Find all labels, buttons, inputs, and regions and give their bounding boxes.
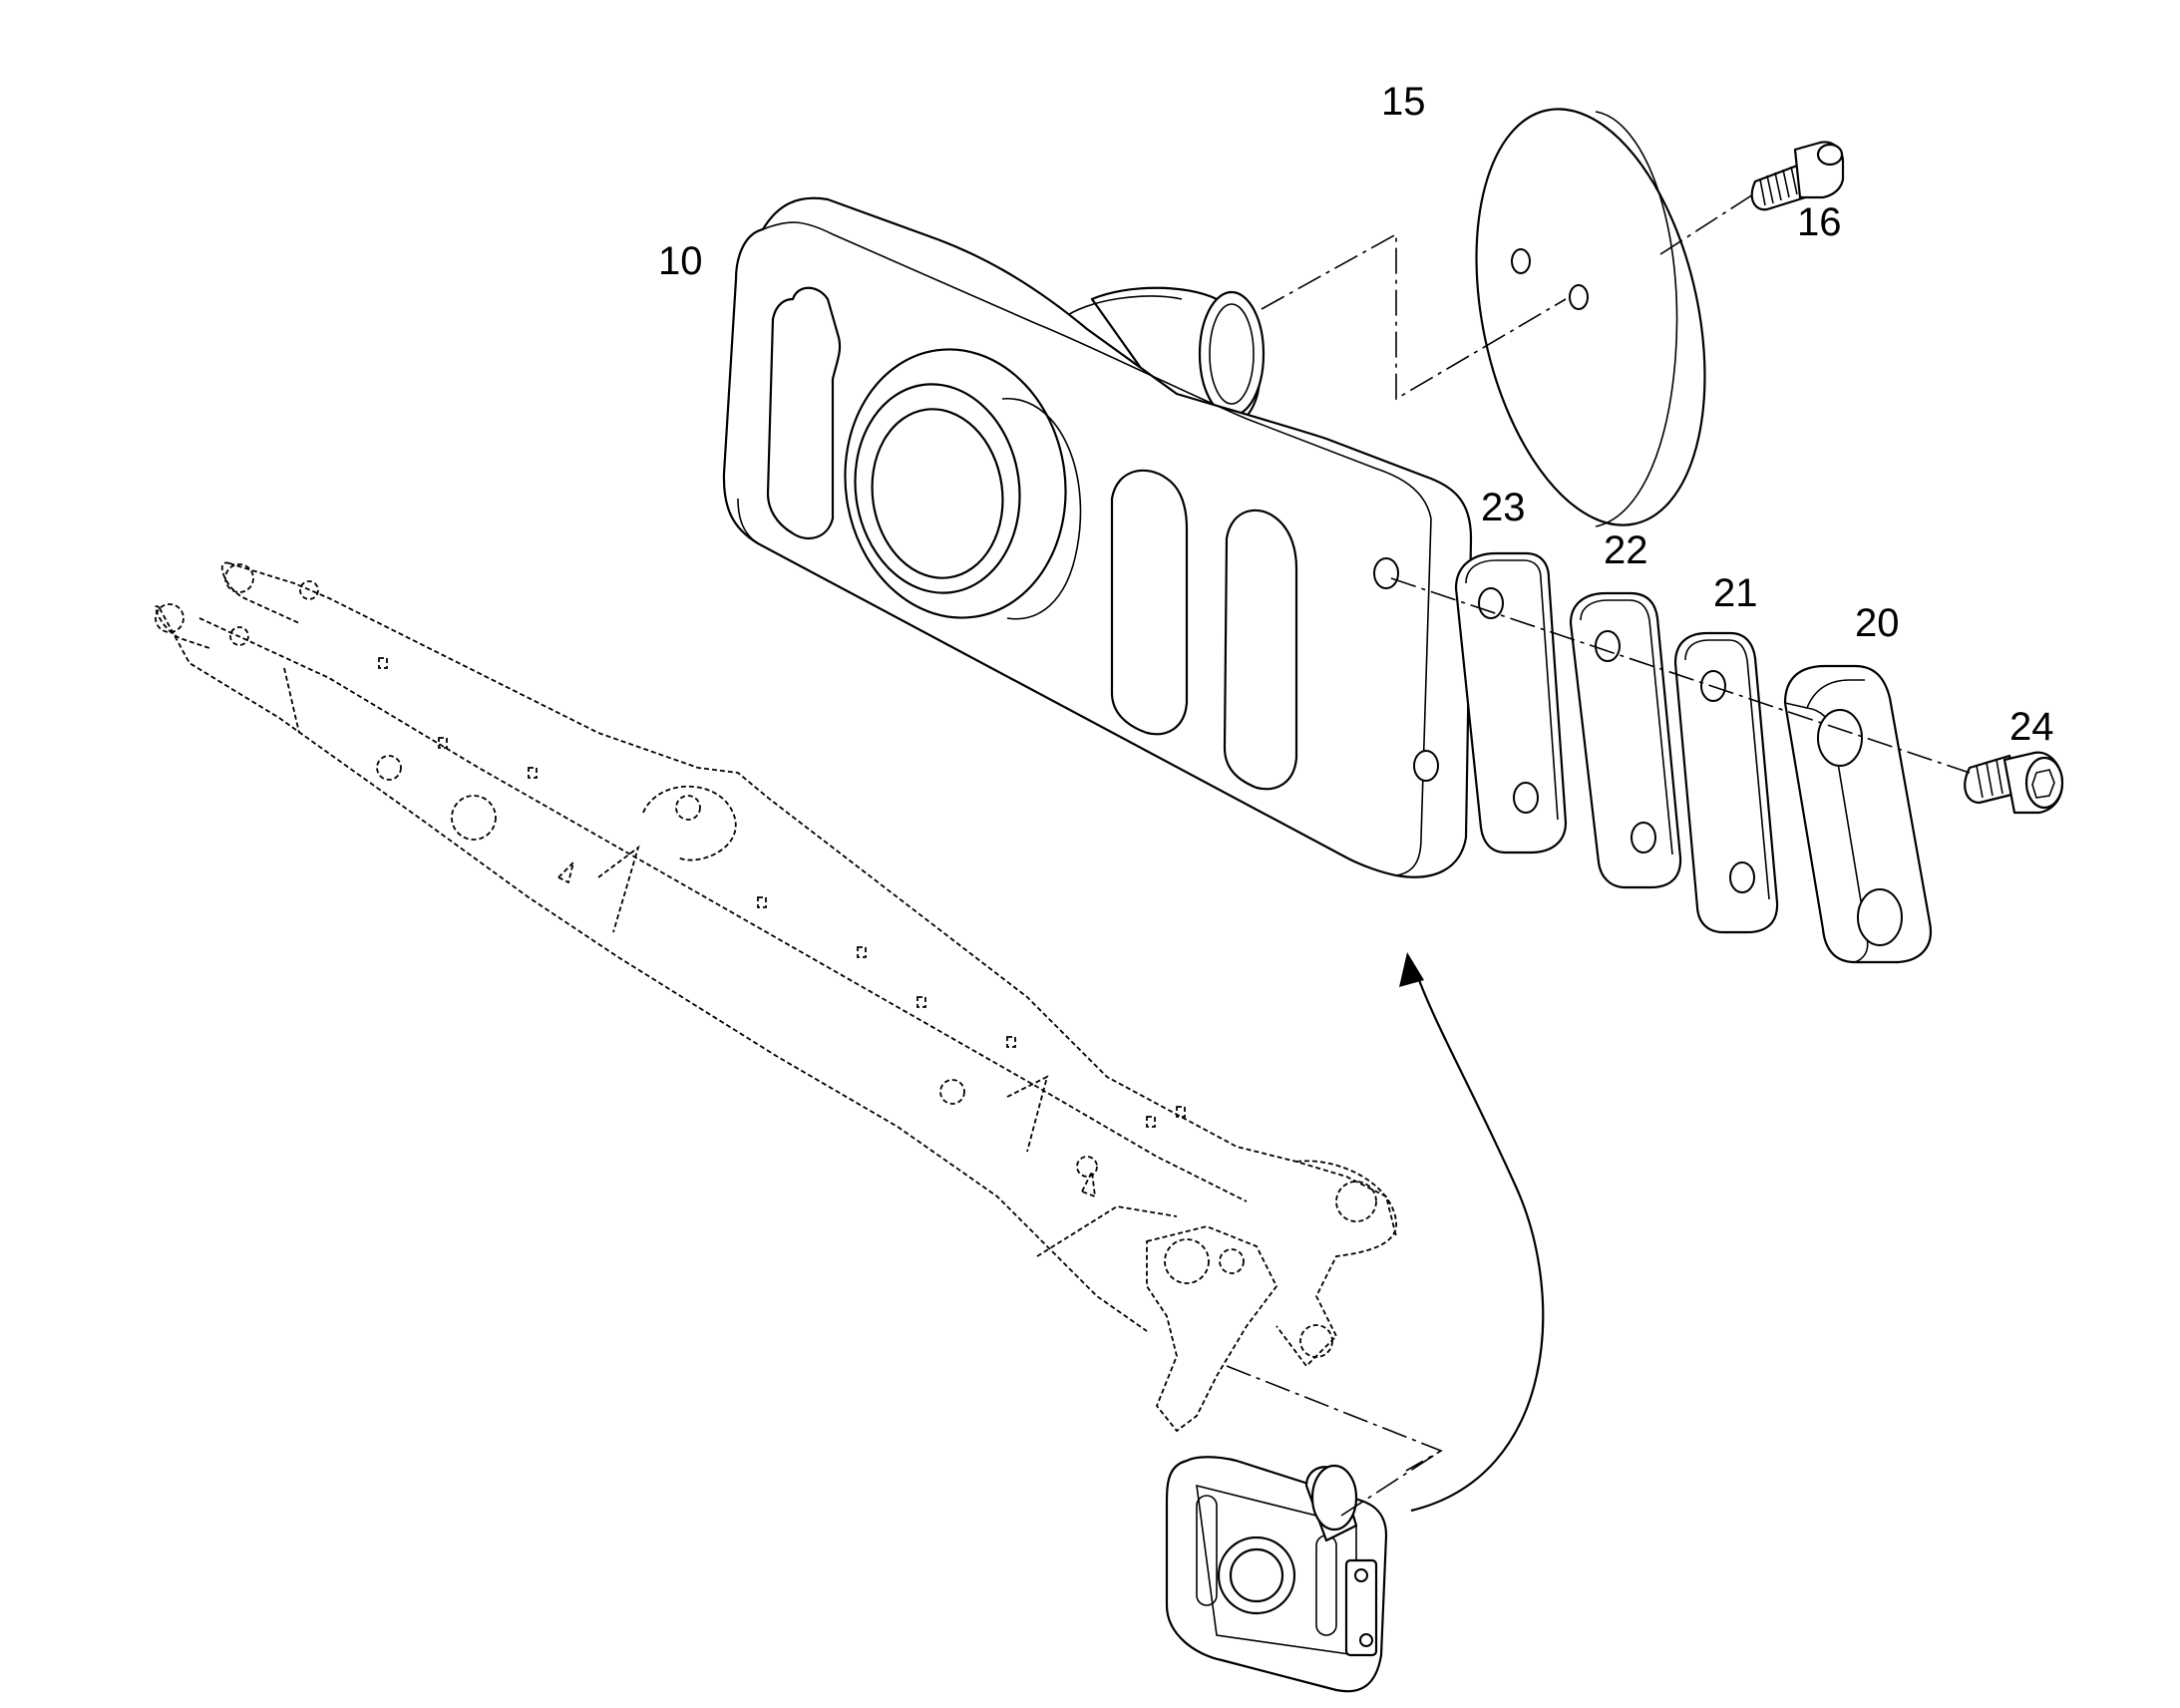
boom-arm-phantom [155, 561, 1397, 1433]
part-16-cap-screw [1750, 141, 1845, 211]
callout-22: 22 [1604, 528, 1648, 572]
callout-20: 20 [1855, 601, 1900, 645]
part-21-shim [1673, 631, 1779, 934]
centerline-shims [1390, 577, 1971, 774]
callout-24: 24 [2009, 705, 2054, 749]
callout-labels: 10 15 16 20 21 22 23 24 [658, 80, 2054, 749]
part-23-shim [1454, 551, 1568, 854]
callout-23: 23 [1481, 486, 1526, 529]
callout-10: 10 [658, 239, 703, 283]
callout-15: 15 [1381, 80, 1426, 124]
centerline-pivot-boom [1226, 1365, 1443, 1517]
centerlines-top [1261, 193, 1754, 401]
callout-21: 21 [1713, 571, 1758, 615]
part-22-shim [1569, 591, 1682, 889]
pivot-assembly-small [1165, 1456, 1388, 1693]
assembly-arrow [1399, 952, 1545, 1513]
part-24-cap-screw [1964, 751, 2064, 815]
part-10-pivot-plate [722, 196, 1473, 878]
part-20-spacer-block [1783, 664, 1933, 964]
callout-16: 16 [1797, 200, 1842, 244]
part-15-disc [1475, 108, 1706, 527]
